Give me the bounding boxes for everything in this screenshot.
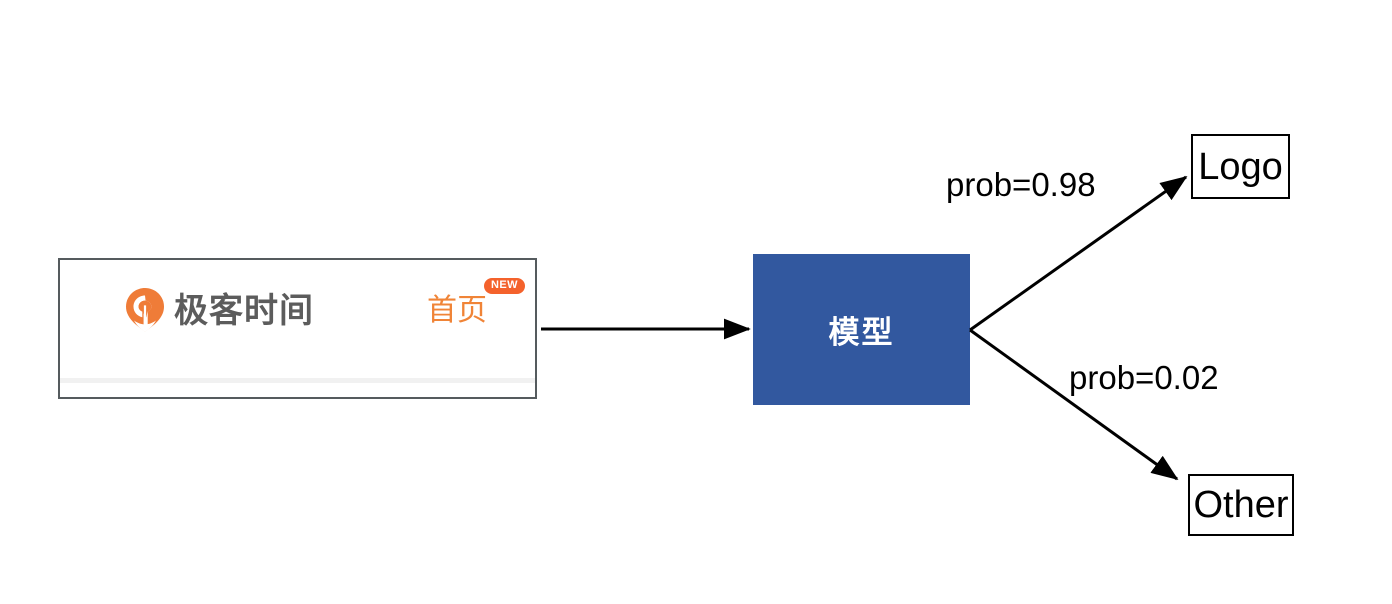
model-node[interactable]: 模型 [753, 254, 970, 405]
navbar-divider [60, 378, 535, 383]
edge-label-prob-logo: prob=0.98 [946, 166, 1096, 203]
screenshot-content: 极客时间 首页 NEW [60, 260, 535, 397]
brand-wordmark: 极客时间 [174, 292, 314, 330]
new-badge: NEW [484, 278, 525, 294]
nav-item-home-label: 首页 [427, 294, 487, 327]
nav-item-home[interactable]: 首页 NEW [427, 278, 525, 327]
geekbang-pin-logo-icon [125, 287, 165, 335]
brand-group[interactable]: 极客时间 [125, 287, 314, 335]
edge-label-prob-other: prob=0.02 [1069, 359, 1219, 396]
outcome-box-logo[interactable]: Logo [1191, 134, 1290, 199]
model-node-label: 模型 [828, 315, 895, 350]
arrow-model-to-other [969, 328, 1179, 481]
outcome-box-other[interactable]: Other [1188, 474, 1294, 536]
outcome-box-other-label: Other [1193, 484, 1289, 526]
input-screenshot-panel: 极客时间 首页 NEW [58, 258, 537, 399]
site-navbar: 极客时间 首页 NEW [60, 260, 535, 378]
outcome-box-logo-label: Logo [1198, 145, 1283, 188]
